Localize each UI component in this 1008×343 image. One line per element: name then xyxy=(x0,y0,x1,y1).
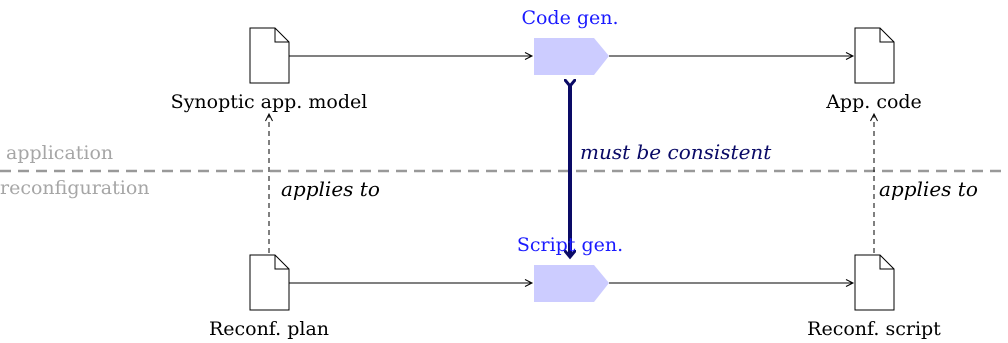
synoptic-model-label: Synoptic app. model xyxy=(171,91,368,113)
consistency-label: must be consistent xyxy=(580,140,772,164)
reconf-script-label: Reconf. script xyxy=(807,318,941,340)
script-gen-shape xyxy=(534,265,609,302)
zone-label-reconfiguration: reconfiguration xyxy=(0,177,150,199)
zone-label-application: application xyxy=(6,142,113,164)
app-code-document-icon xyxy=(854,27,895,84)
code-gen-shape xyxy=(534,38,609,75)
script-gen-label: Script gen. xyxy=(517,234,623,256)
app-code-label: App. code xyxy=(825,91,922,113)
applies-to-left-label: applies to xyxy=(281,177,380,201)
applies-to-right-label: applies to xyxy=(879,177,978,201)
code-gen-label: Code gen. xyxy=(521,7,618,29)
reconf-plan-label: Reconf. plan xyxy=(209,318,329,340)
reconf-plan-document-icon xyxy=(249,254,290,311)
synoptic-model-document-icon xyxy=(249,27,290,84)
reconf-script-document-icon xyxy=(854,254,895,311)
